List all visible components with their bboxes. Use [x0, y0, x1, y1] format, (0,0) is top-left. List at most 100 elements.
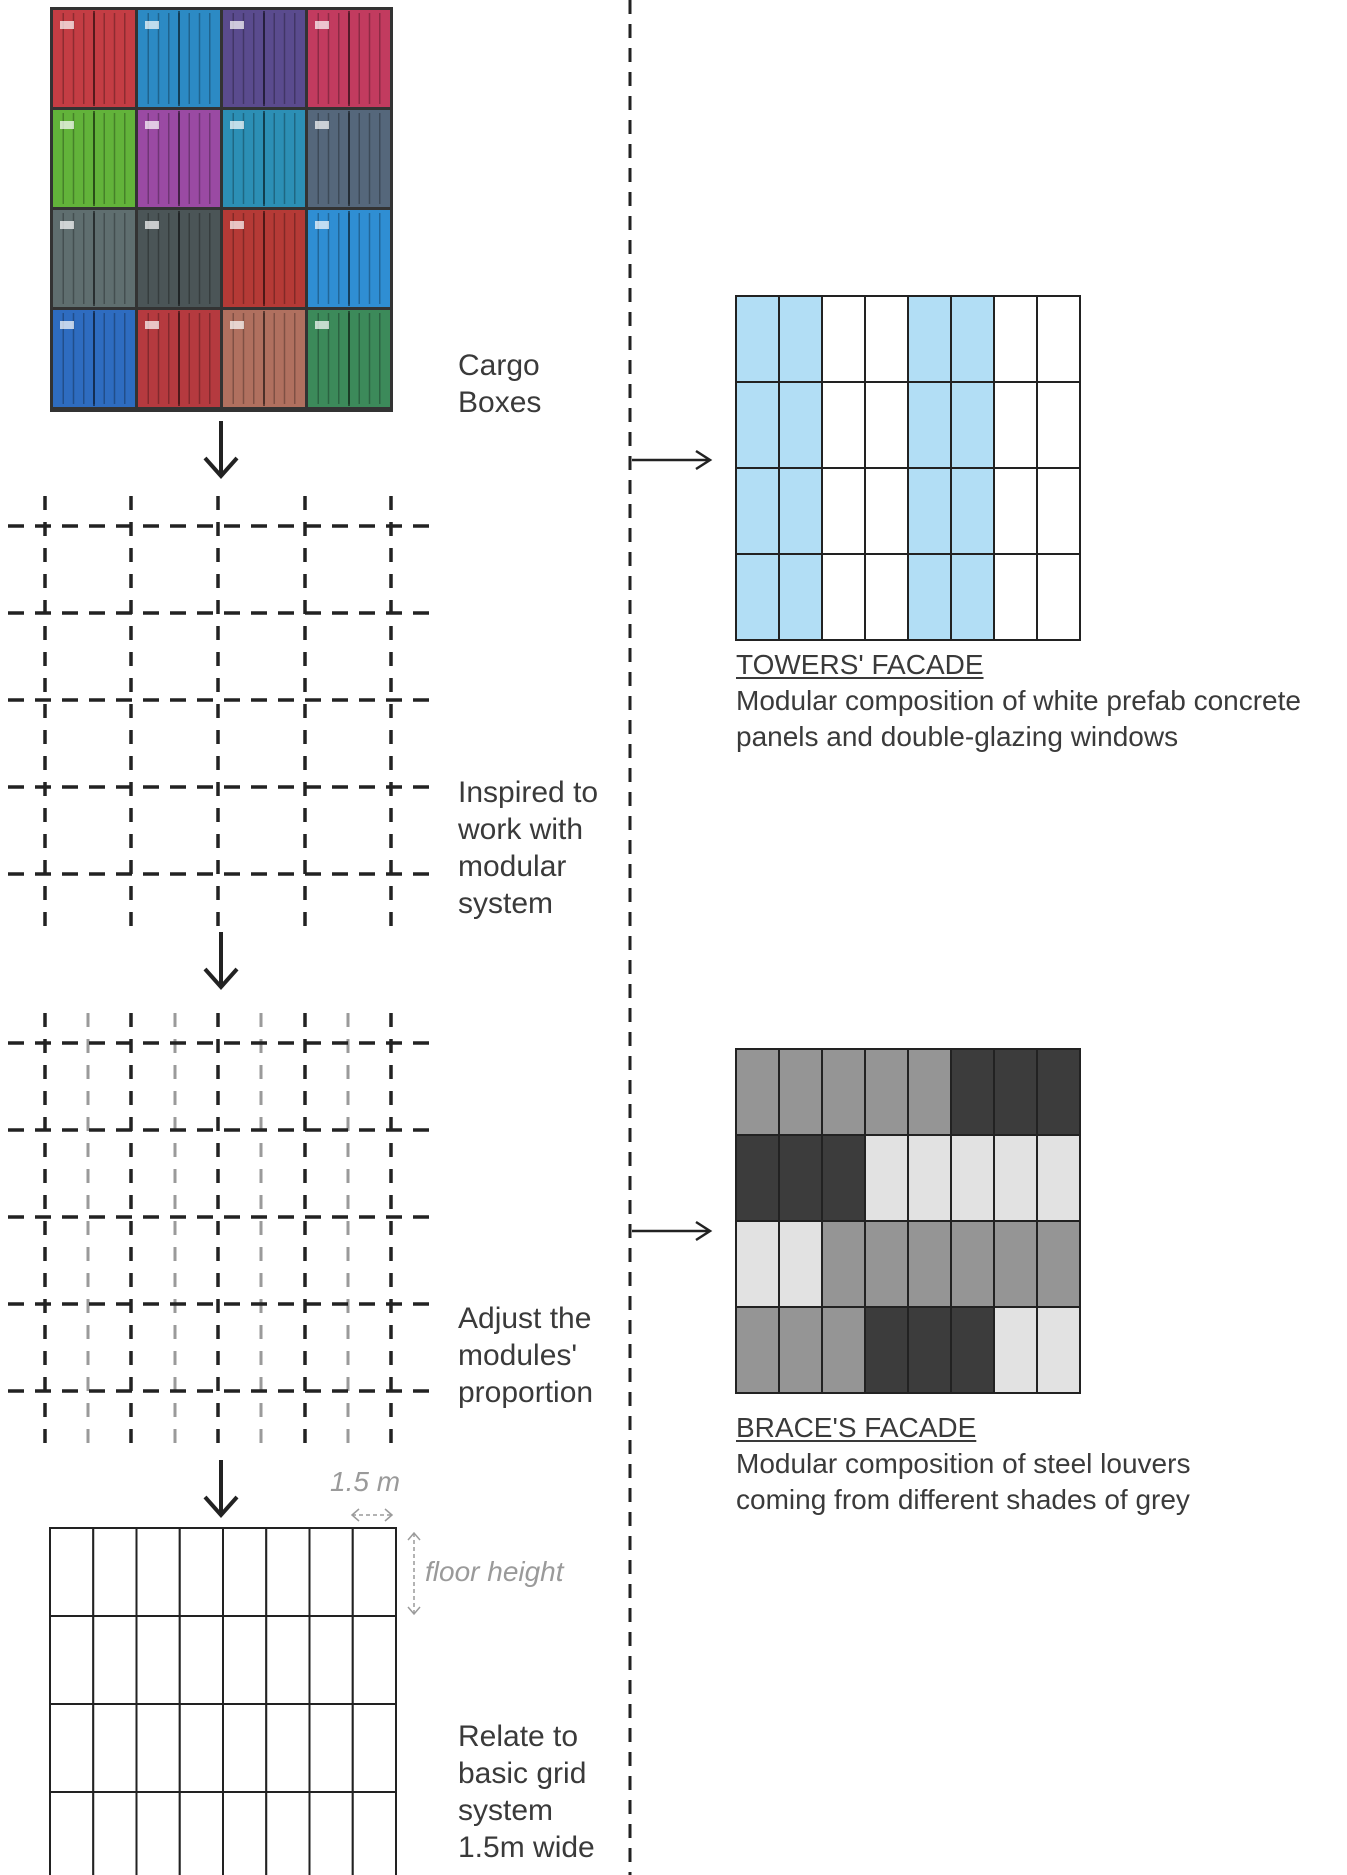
- facade-panel: [950, 1048, 995, 1136]
- grid-cell: [308, 1615, 354, 1705]
- facade-panel: [778, 1134, 823, 1222]
- grid-cell: [178, 1703, 224, 1793]
- step-label-line: basic grid: [458, 1757, 587, 1790]
- container-label: [145, 121, 159, 129]
- facade-panel: [1036, 1134, 1081, 1222]
- facade-panel: [950, 295, 995, 383]
- cargo-boxes-image: [50, 7, 393, 412]
- facade-panel: [993, 553, 1038, 641]
- brace-facade-grid: [735, 1048, 1081, 1394]
- facade-panel: [993, 1220, 1038, 1308]
- facade-panel: [778, 295, 823, 383]
- step-label-line: work with: [458, 813, 584, 846]
- grid-cell: [135, 1615, 181, 1705]
- container-label: [315, 121, 329, 129]
- facade-panel: [907, 467, 952, 555]
- facade-panel: [993, 1306, 1038, 1394]
- facade-panel: [907, 1220, 952, 1308]
- container-label: [145, 321, 159, 329]
- facade-panel: [864, 295, 909, 383]
- facade-panel: [993, 1048, 1038, 1136]
- facade-panel: [907, 295, 952, 383]
- facade-panel: [950, 1306, 995, 1394]
- grid-cell: [92, 1703, 138, 1793]
- step-label-line: Cargo: [458, 349, 540, 382]
- flow-arrow-3: [203, 1460, 239, 1519]
- grid-cell: [265, 1615, 311, 1705]
- towers-facade-grid: [735, 295, 1081, 641]
- facade-panel: [864, 1134, 909, 1222]
- grid-cell: [92, 1615, 138, 1705]
- facade-panel: [993, 295, 1038, 383]
- grid-cell: [351, 1527, 397, 1617]
- container-label: [60, 221, 74, 229]
- grid-cell: [92, 1791, 138, 1875]
- grid-cell: [135, 1527, 181, 1617]
- towers-facade-caption: TOWERS' FACADE Modular composition of wh…: [736, 647, 1301, 755]
- facade-panel: [950, 381, 995, 469]
- facade-panel: [1036, 381, 1081, 469]
- flow-arrow-2: [203, 932, 239, 991]
- basic-grid: [49, 1527, 397, 1875]
- grid-cell: [222, 1615, 268, 1705]
- container-label: [60, 321, 74, 329]
- container-label: [230, 121, 244, 129]
- step-label-cargo-boxes: Cargo Boxes: [458, 347, 541, 421]
- grid-cell: [308, 1791, 354, 1875]
- grid-cell: [49, 1791, 95, 1875]
- grid-cell: [49, 1703, 95, 1793]
- facade-panel: [950, 553, 995, 641]
- facade-panel: [1036, 295, 1081, 383]
- facade-panel: [993, 467, 1038, 555]
- facade-panel: [864, 553, 909, 641]
- facade-panel: [907, 553, 952, 641]
- facade-panel: [778, 467, 823, 555]
- step-label-line: Inspired to: [458, 776, 599, 809]
- facade-panel: [1036, 1220, 1081, 1308]
- facade-panel: [1036, 1048, 1081, 1136]
- container-label: [230, 221, 244, 229]
- grid-cell: [178, 1791, 224, 1875]
- facade-panel: [864, 1306, 909, 1394]
- brace-facade-desc-line: Modular composition of steel louvers: [736, 1448, 1191, 1479]
- container-label: [315, 321, 329, 329]
- facade-panel: [821, 381, 866, 469]
- facade-panel: [821, 295, 866, 383]
- step-label-line: modular: [458, 850, 567, 883]
- facade-panel: [821, 1306, 866, 1394]
- facade-panel: [735, 381, 780, 469]
- container-label: [315, 21, 329, 29]
- facade-panel: [993, 1134, 1038, 1222]
- arrow-to-brace: [632, 1220, 713, 1242]
- facade-panel: [735, 553, 780, 641]
- facade-panel: [907, 1306, 952, 1394]
- grid-cell: [222, 1703, 268, 1793]
- grid-cell: [265, 1527, 311, 1617]
- floor-height-annotation: floor height: [425, 1556, 564, 1587]
- grid-cell: [308, 1527, 354, 1617]
- step-label-line: proportion: [458, 1376, 594, 1409]
- brace-facade-desc-line: coming from different shades of grey: [736, 1484, 1190, 1515]
- facade-panel: [778, 381, 823, 469]
- step-label-proportion: Adjust the modules' proportion: [458, 1300, 593, 1411]
- step-label-line: system: [458, 1794, 554, 1827]
- arrow-to-towers: [632, 449, 713, 471]
- facade-panel: [778, 1306, 823, 1394]
- facade-panel: [821, 467, 866, 555]
- facade-panel: [778, 1048, 823, 1136]
- step-label-line: Adjust the: [458, 1302, 592, 1335]
- brace-facade-caption: BRACE'S FACADE Modular composition of st…: [736, 1410, 1190, 1518]
- container-label: [145, 21, 159, 29]
- facade-panel: [950, 467, 995, 555]
- module-width-annotation: 1.5 m: [330, 1466, 401, 1497]
- facade-panel: [735, 467, 780, 555]
- grid-cell: [222, 1527, 268, 1617]
- facade-panel: [735, 1220, 780, 1308]
- facade-panel: [1036, 467, 1081, 555]
- step-label-modular-system: Inspired to work with modular system: [458, 774, 598, 922]
- flow-arrow-1: [203, 421, 239, 480]
- step-label-line: modules': [458, 1339, 578, 1372]
- towers-facade-desc-line: panels and double-glazing windows: [736, 721, 1179, 752]
- grid-cell: [222, 1791, 268, 1875]
